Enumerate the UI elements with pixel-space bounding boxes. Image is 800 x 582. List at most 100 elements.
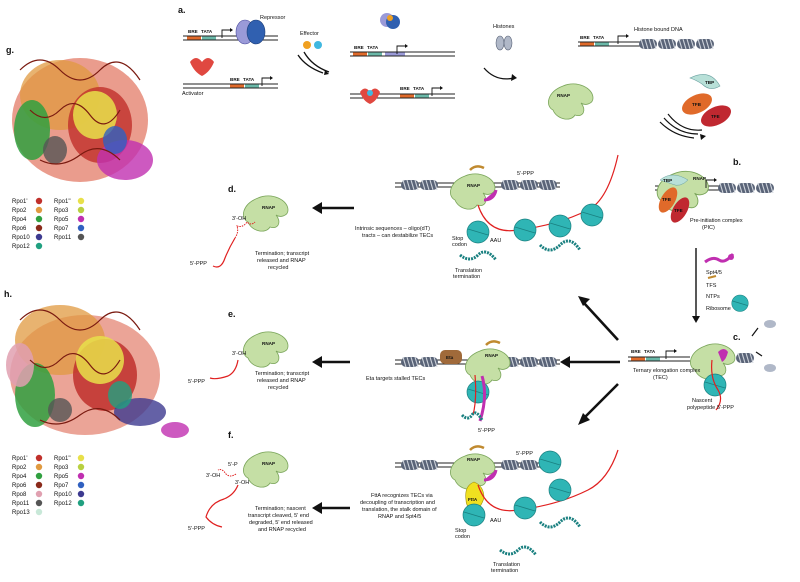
panel-label-d: d. xyxy=(228,184,236,194)
legend-entry-10: Rpo12 xyxy=(12,244,30,250)
tt-d0-2: termination xyxy=(453,274,480,280)
pic-label-2: (PIC) xyxy=(702,225,715,231)
legend-entry-1: Rpo1'' xyxy=(54,456,71,462)
ftta-line-2: decoupling of transcription and xyxy=(360,500,435,506)
bre-label-c: BRE xyxy=(631,349,641,354)
rnap-label-e0: RNAP xyxy=(485,353,498,358)
three-oh-f2: 3'-OH xyxy=(235,480,249,486)
legend-swatch-8 xyxy=(35,490,43,498)
legend-entry-11: Rpo12 xyxy=(54,501,72,507)
legend-swatch-1 xyxy=(77,454,85,462)
effector: Effector xyxy=(297,31,330,75)
tata-label-2: TATA xyxy=(243,77,255,82)
legend-entry-2: Rpo2 xyxy=(12,465,27,471)
legend-entry-9: Rpo11 xyxy=(54,235,72,241)
tfb-label-b: TFB xyxy=(662,197,672,202)
tfb-label-a: TFB xyxy=(692,102,702,107)
factor-ribosome: Ribosome xyxy=(706,306,731,312)
legend-entry-7: Rpo7 xyxy=(54,226,69,232)
aau-d0: AAU xyxy=(490,238,501,244)
histone-bound-dna: Histone bound DNA BRE TATA xyxy=(578,27,715,50)
rnap-structure-h xyxy=(6,305,189,438)
legend-entry-0: Rpo1' xyxy=(12,199,28,205)
legend-swatch-6 xyxy=(35,224,43,232)
term-f-4: and RNAP recycled xyxy=(258,527,306,533)
legend-swatch-4 xyxy=(35,215,43,223)
legend-swatch-5 xyxy=(77,472,85,480)
five-p-f: 5'-P xyxy=(228,462,238,468)
panel-label-f: f. xyxy=(228,430,234,440)
rnap-label-b: RNAP xyxy=(693,176,706,181)
term-d-3: recycled xyxy=(268,265,288,271)
stop-f0-1: Stop xyxy=(455,528,466,534)
intrinsic-line-1: Intrinsic sequences – oligo(dT) xyxy=(355,226,430,232)
legend-entry-1: Rpo1'' xyxy=(54,199,71,205)
legend-swatch-9 xyxy=(77,490,85,498)
rnap-structure-g xyxy=(12,58,153,182)
nascent-label-1: Nascent xyxy=(692,398,713,404)
eta-caption: Eta targets stalled TECs xyxy=(366,376,425,382)
activator: Activator BRE TATA xyxy=(182,58,278,97)
tfe-label-a: TFE xyxy=(711,114,720,119)
panel-label-b: b. xyxy=(733,157,741,167)
rnap-label-e: RNAP xyxy=(262,341,275,346)
repressor-label: Repressor xyxy=(260,15,286,21)
panel-b-pic: TBP RNAP TFB TFE Pre-initiation complex … xyxy=(655,170,775,231)
tata-label: TATA xyxy=(201,29,213,34)
tec-label-1: Ternary elongation complex xyxy=(633,368,701,374)
legend-entry-9: Rpo10 xyxy=(54,492,72,498)
legend-swatch-9 xyxy=(77,233,85,241)
three-oh-d: 3'-OH xyxy=(232,216,246,222)
tfe-label-b: TFE xyxy=(674,208,683,213)
legend-entry-4: Rpo4 xyxy=(12,474,27,480)
panel-label-a: a. xyxy=(178,5,186,15)
legend-swatch-10 xyxy=(35,499,43,507)
legend-entry-6: Rpo6 xyxy=(12,226,27,232)
five-ppp-c: 5'-PPP xyxy=(717,405,734,411)
histones: Histones xyxy=(483,24,517,81)
five-ppp-e0: 5'-PPP xyxy=(478,428,495,434)
legend-entry-8: Rpo8 xyxy=(12,492,27,498)
factors: Spt4/5 TFS NTPs Ribosome xyxy=(692,248,749,323)
legend-entry-5: Rpo5 xyxy=(54,217,69,223)
legend-entry-8: Rpo10 xyxy=(12,235,30,241)
panel-f-result: RNAP 5'-P 3'-OH 3'-OH 5'-PPP Termination… xyxy=(188,451,313,533)
factor-tfs: TFS xyxy=(706,283,717,289)
legend-swatch-0 xyxy=(35,454,43,462)
legend-swatch-12 xyxy=(35,508,43,516)
tata-label-3: TATA xyxy=(367,45,379,50)
effector-label: Effector xyxy=(300,31,319,37)
legend-swatch-1 xyxy=(77,197,85,205)
histones-label: Histones xyxy=(493,24,515,30)
dna-activated: BRE TATA xyxy=(350,86,455,104)
aau-f0: AAU xyxy=(490,518,501,524)
legend-swatch-0 xyxy=(35,197,43,205)
rnap-label-f0: RNAP xyxy=(467,457,480,462)
tt-f0-1: Translation xyxy=(493,562,520,568)
five-ppp-d0: 5'-PPP xyxy=(517,171,534,177)
term-f-3: degraded, 5' end released xyxy=(249,520,313,526)
eta-label: Eta xyxy=(446,355,454,360)
bre-label-5: BRE xyxy=(580,35,590,40)
legend-entry-0: Rpo1' xyxy=(12,456,28,462)
rnap-free: RNAP xyxy=(548,83,594,120)
legend-swatch-7 xyxy=(77,481,85,489)
histone-bound-dna-label: Histone bound DNA xyxy=(634,27,683,33)
panel-c-tec: BRE TATA Ternary elongation complex (TEC… xyxy=(628,320,776,411)
legend-entry-3: Rpo3 xyxy=(54,208,69,214)
legend-entry-7: Rpo7 xyxy=(54,483,69,489)
panel-label-h: h. xyxy=(4,289,12,299)
ftta-line-3: translation, the stalk domain of xyxy=(362,507,437,513)
legend-entry-5: Rpo5 xyxy=(54,474,69,480)
tata-label-4: TATA xyxy=(413,86,425,91)
bre-label-4: BRE xyxy=(400,86,410,91)
dna-derepressed: BRE TATA xyxy=(350,13,455,57)
tata-label-5: TATA xyxy=(593,35,605,40)
panel-e-result: RNAP 3'-OH 5'-PPP Termination; transcrip… xyxy=(188,331,310,391)
legend-swatch-3 xyxy=(77,206,85,214)
tbp-label-a: TBP xyxy=(705,80,714,85)
term-f-2: transcript cleaved, 5' end xyxy=(248,513,309,519)
